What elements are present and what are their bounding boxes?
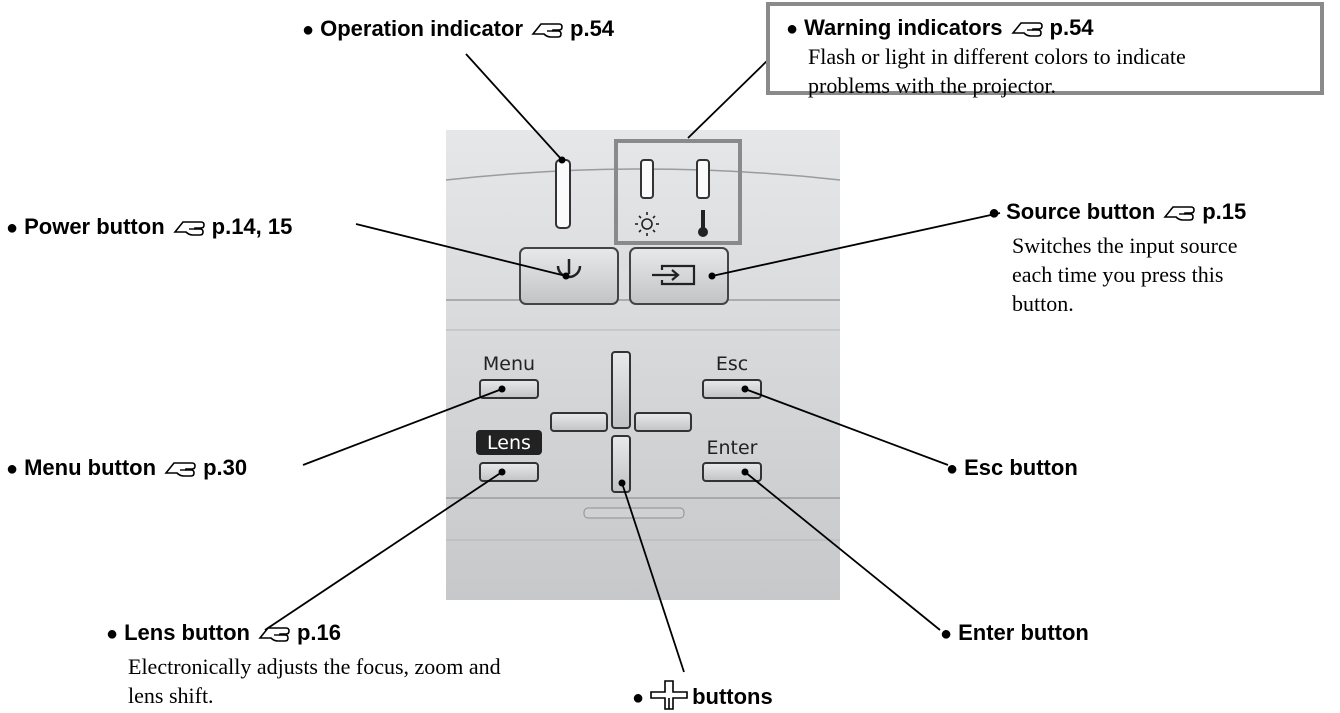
lens-panel-label: Lens [487,432,531,454]
warning-indicators-frame [614,139,742,245]
esc-button-label: Esc button [964,455,1078,480]
esc-button-callout: ●Esc button [946,455,1078,480]
pointing-hand-reference-icon [532,23,563,38]
menu-button-ref[interactable]: p.30 [203,455,248,480]
pointing-hand-reference-icon [1164,206,1196,221]
arrow-buttons-callout: ● buttons [632,680,773,711]
temp-warning-light [696,159,710,199]
down-arrow-button[interactable] [611,435,631,493]
power-button-label: Power button [24,214,165,239]
lens-button-label: Lens button [124,620,250,645]
menu-button-label: Menu button [24,455,157,480]
warning-indicators-desc: Flash or light in different colors to in… [808,44,1186,98]
panel-slot [583,507,685,519]
leader-lines [264,53,1001,673]
pointing-hand-reference-icon [165,462,196,477]
enter-button-label: Enter button [958,620,1089,645]
lens-button-ref[interactable]: p.16 [296,620,341,645]
warning-indicators-label: Warning indicators [804,15,1003,40]
panel-body [446,130,840,600]
input-source-icon [652,264,696,286]
thermometer-icon [698,210,708,237]
right-arrow-button[interactable] [634,412,692,432]
lamp-warning-light [640,159,654,199]
power-button-ref[interactable]: p.14, 15 [211,214,293,239]
warning-indicators-box [766,2,1324,95]
up-arrow-button[interactable] [611,351,631,429]
operation-indicator-light [555,159,571,229]
lens-button-shape[interactable] [479,462,539,482]
enter-button-callout: ●Enter button [940,620,1089,645]
source-button-desc: Switches the input source each time you … [1012,233,1238,316]
arrow-buttons-label: buttons [692,684,773,709]
menu-panel-label: Menu [483,353,535,375]
lens-button-desc: Electronically adjusts the focus, zoom a… [128,654,501,708]
enter-panel-label: Enter [707,437,758,459]
operation-indicator-ref[interactable]: p.54 [570,16,615,41]
pointing-hand-reference-icon [259,627,290,642]
warning-indicators-ref[interactable]: p.54 [1049,15,1094,40]
lamp-warning-icon [635,212,659,236]
menu-button-shape[interactable] [479,379,539,399]
cross-arrows-icon [650,680,688,710]
leader-dots [498,156,749,487]
source-button-shape[interactable] [629,247,729,305]
operation-indicator-label: Operation indicator [320,16,524,41]
source-button-label: Source button [1006,199,1156,224]
source-button-ref[interactable]: p.15 [1202,199,1247,224]
lens-label-badge [476,430,542,455]
esc-panel-label: Esc [716,353,748,375]
esc-button-shape[interactable] [702,379,762,399]
left-arrow-button[interactable] [550,412,608,432]
pointing-hand-reference-icon [1011,22,1043,37]
enter-button-shape[interactable] [702,462,762,482]
pointing-hand-reference-icon [173,221,205,236]
